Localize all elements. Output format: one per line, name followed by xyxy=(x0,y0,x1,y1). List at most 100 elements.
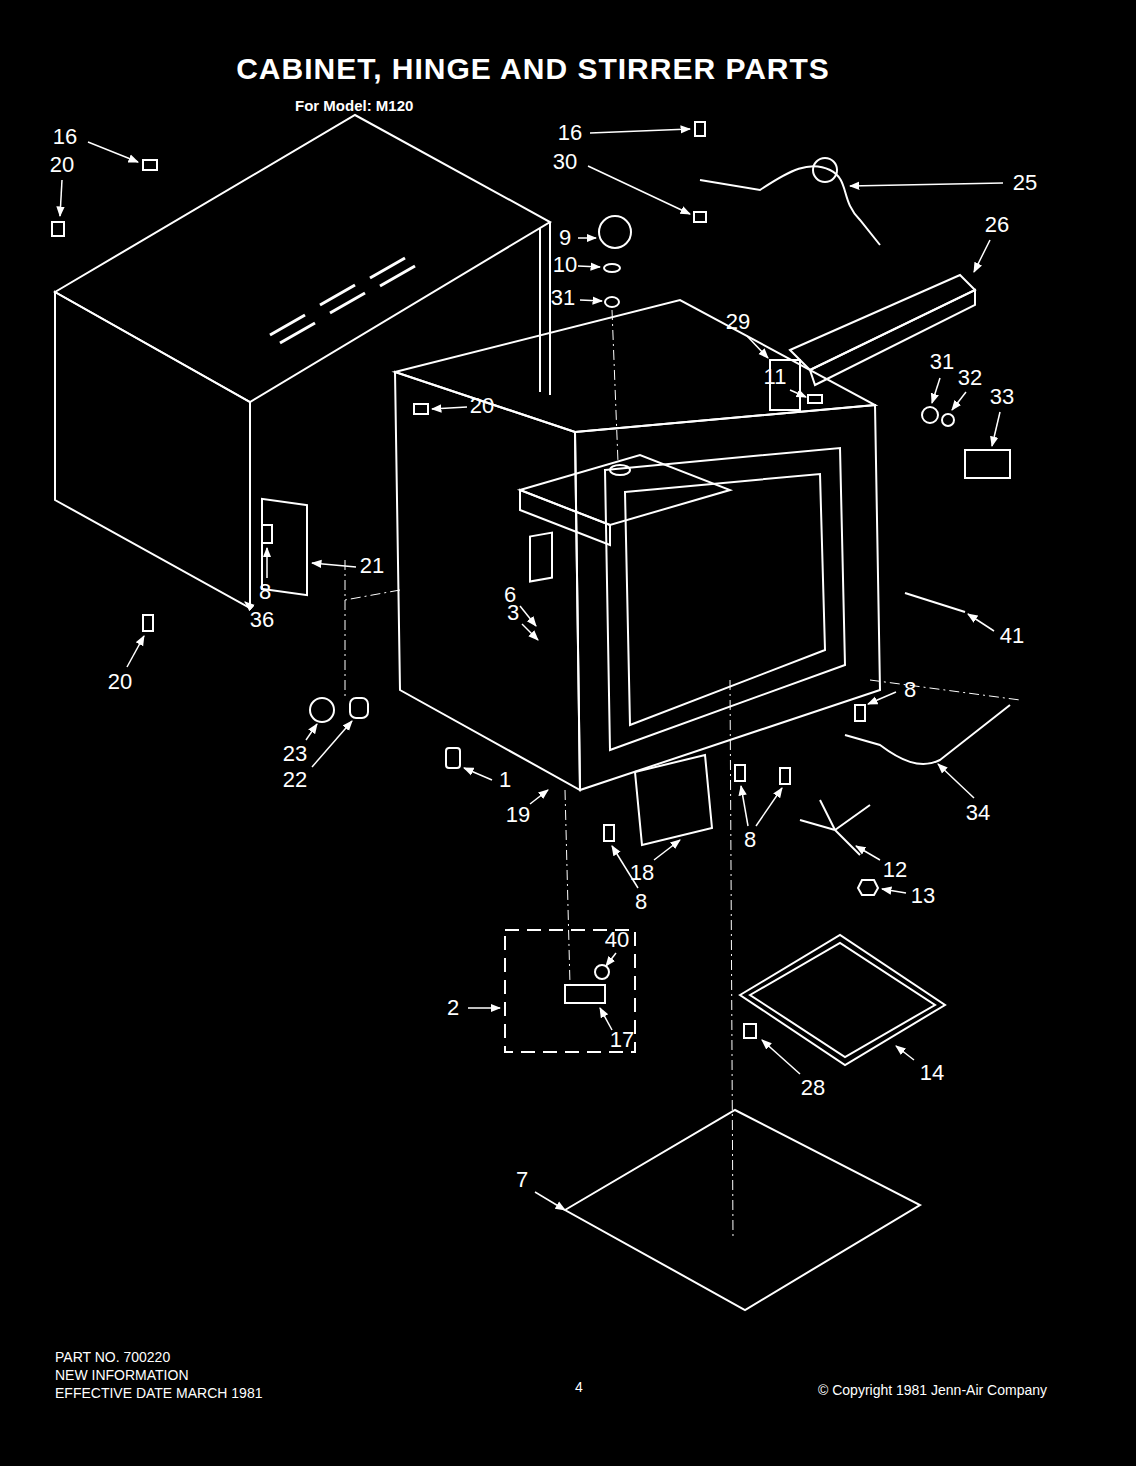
callout-number: 30 xyxy=(553,150,577,174)
stirrer-cover xyxy=(750,943,935,1057)
cabinet-edge xyxy=(539,228,541,392)
leader-line xyxy=(306,724,317,740)
bottom-plate xyxy=(565,1110,920,1310)
leader-line xyxy=(312,721,352,767)
chassis-left xyxy=(395,372,580,790)
temp-probe xyxy=(845,705,1010,764)
callout-number: 28 xyxy=(801,1076,825,1100)
hinge xyxy=(565,985,605,1003)
leader-line xyxy=(464,768,492,780)
chassis-front xyxy=(575,405,880,790)
cabinet-side xyxy=(55,292,250,608)
center-line xyxy=(345,310,1020,1240)
screw xyxy=(604,825,614,841)
cabinet-top xyxy=(55,115,550,402)
callout-number: 33 xyxy=(990,385,1014,409)
leader-line xyxy=(992,412,1000,446)
stirrer-motor xyxy=(599,216,631,248)
callout-number: 12 xyxy=(883,858,907,882)
screw xyxy=(143,615,153,631)
screw xyxy=(414,404,428,414)
callout-number: 23 xyxy=(283,742,307,766)
nut xyxy=(694,212,706,222)
leader-line xyxy=(896,1046,914,1060)
stirrer-cover xyxy=(740,935,945,1065)
leader-line xyxy=(578,237,596,239)
callout-number: 16 xyxy=(558,121,582,145)
cover-plate xyxy=(635,755,712,845)
foot xyxy=(446,748,460,768)
screw xyxy=(744,1024,756,1038)
leader-line xyxy=(60,180,62,216)
leader-line xyxy=(974,240,990,272)
leader-line xyxy=(522,624,538,640)
callout-number: 17 xyxy=(610,1028,634,1052)
callout-number: 29 xyxy=(726,310,750,334)
leader-line xyxy=(868,692,896,704)
callout-number: 16 xyxy=(53,125,77,149)
leader-line xyxy=(606,953,616,966)
callout-number: 8 xyxy=(744,828,756,852)
callout-number: 19 xyxy=(506,803,530,827)
callout-number: 11 xyxy=(764,365,787,389)
callout-number: 34 xyxy=(966,801,990,825)
leader-line xyxy=(756,788,782,826)
washer xyxy=(604,264,620,272)
transformer-box xyxy=(520,455,730,525)
note-text: For Model: M120 xyxy=(295,98,413,115)
leader-line xyxy=(588,166,690,214)
screw xyxy=(143,160,157,170)
note-text: EFFECTIVE DATE MARCH 1981 xyxy=(55,1386,262,1401)
cabinet-vents xyxy=(270,258,415,343)
note-text: 4 xyxy=(575,1380,583,1395)
nut xyxy=(922,407,938,423)
lamp-socket xyxy=(350,698,368,718)
cabinet-edge xyxy=(549,222,551,395)
door-opening xyxy=(605,448,845,750)
leader-line xyxy=(530,790,548,804)
leader-line xyxy=(968,614,994,631)
nut xyxy=(605,297,619,307)
leader-line xyxy=(741,786,748,826)
screw xyxy=(52,222,64,236)
note-text: © Copyright 1981 Jenn-Air Company xyxy=(818,1383,1047,1398)
interlock-switch xyxy=(965,450,1010,478)
leader-line xyxy=(952,392,966,410)
callout-number: 8 xyxy=(904,678,916,702)
leader-line xyxy=(882,889,906,893)
leader-line xyxy=(938,764,974,798)
screw xyxy=(695,122,705,136)
callout-number: 26 xyxy=(985,213,1009,237)
title: CABINET, HINGE AND STIRRER PARTS xyxy=(236,52,830,85)
leader-line xyxy=(654,840,680,860)
callout-number: 13 xyxy=(911,884,935,908)
callout-number: 20 xyxy=(50,153,74,177)
hinge-pin xyxy=(595,965,609,979)
leader-line xyxy=(747,336,768,358)
leader-line xyxy=(932,378,940,403)
screw xyxy=(262,525,272,543)
screw xyxy=(855,705,865,721)
cord-coil xyxy=(813,158,837,182)
shaft-hole xyxy=(610,465,630,475)
callout-number: 25 xyxy=(1013,171,1037,195)
callout-number: 8 xyxy=(635,890,647,914)
leader-line xyxy=(578,266,600,267)
leader-line xyxy=(590,129,690,133)
callout-number: 40 xyxy=(605,928,629,952)
callout-number: 20 xyxy=(470,394,494,418)
leader-line xyxy=(88,142,138,162)
callout-number: 10 xyxy=(553,253,577,277)
leader-line xyxy=(432,407,467,409)
callout-number: 8 xyxy=(259,580,271,604)
stirrer-blade xyxy=(800,800,870,855)
screw xyxy=(808,395,822,403)
hinge-plate xyxy=(530,533,552,582)
callout-number: 9 xyxy=(559,226,571,250)
leader-line xyxy=(856,846,880,860)
power-cord xyxy=(700,166,880,245)
callout-number: 21 xyxy=(360,554,384,578)
note-text: PART NO. 700220 xyxy=(55,1350,170,1365)
screw xyxy=(735,765,745,781)
